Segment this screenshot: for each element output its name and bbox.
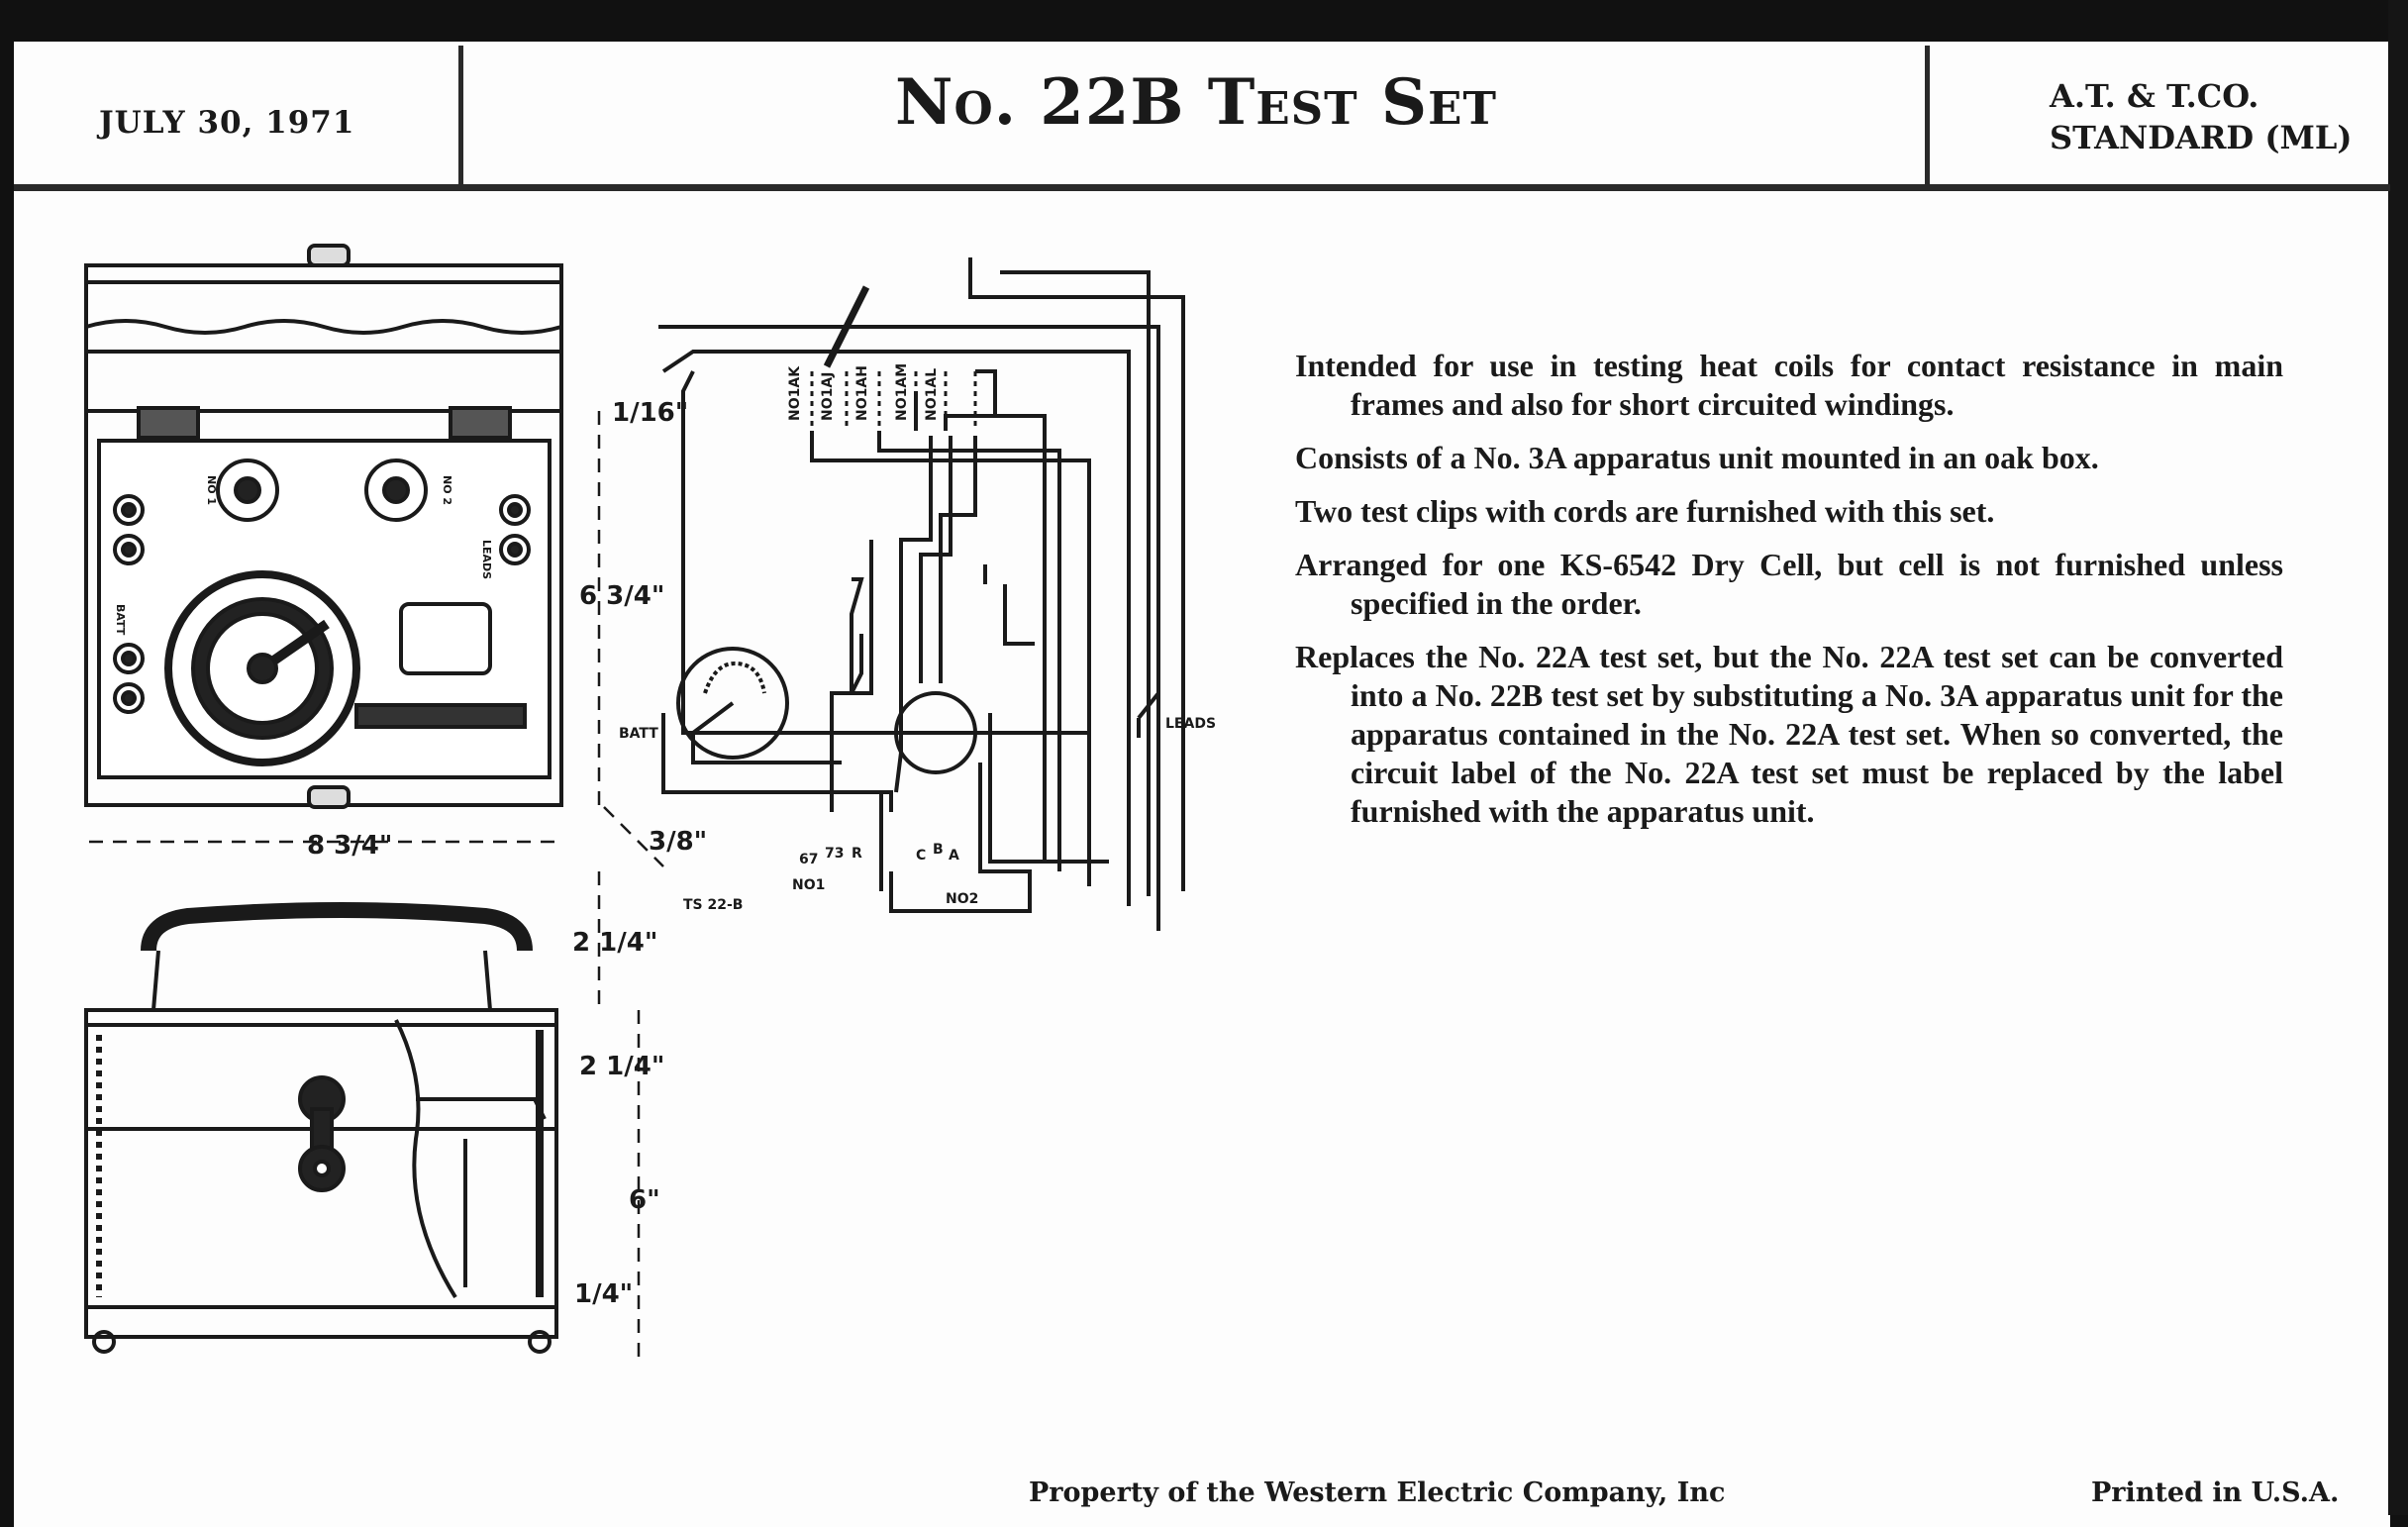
paragraph: Intended for use in testing heat coils f…	[1295, 348, 2283, 422]
header-divider	[458, 46, 463, 186]
dim-label: 6 3/4"	[579, 581, 664, 611]
side-view-drawing	[84, 902, 558, 1354]
standard-label: STANDARD (ML)	[2050, 119, 2353, 156]
dimension-lines	[89, 411, 664, 1357]
switch-label: NO1	[792, 877, 825, 893]
coil-label: NO1AK	[787, 365, 803, 421]
issue-date: JULY 30, 1971	[99, 105, 355, 141]
paragraph: Two test clips with cords are furnished …	[1295, 493, 1995, 529]
panel-label: NO 1	[205, 475, 218, 505]
circuit-schematic	[658, 257, 1185, 931]
dim-label: 8 3/4"	[307, 831, 392, 861]
dim-label: 1/16"	[612, 398, 688, 428]
paragraph: Consists of a No. 3A apparatus unit moun…	[1295, 440, 2099, 475]
coil-label: NO1AH	[854, 365, 870, 421]
schematic-labels: NO1AK NO1AJ NO1AH NO1AM NO1AL BATT LEADS…	[619, 363, 1216, 913]
switch-label: NO2	[946, 891, 978, 907]
company-name: A.T. & T.CO.	[2050, 77, 2259, 115]
dimension-labels: 1/16" 6 3/4" 8 3/4" 3/8" 2 1/4" 2 1/4" 6…	[307, 398, 707, 1309]
footer-property: Property of the Western Electric Company…	[1029, 1477, 1726, 1508]
terminal-label: 67	[799, 852, 818, 867]
terminal-label: R	[852, 846, 862, 862]
panel-label: LEADS	[480, 540, 493, 579]
coil-label: NO1AL	[924, 368, 940, 421]
coil-label: NO1AM	[894, 363, 910, 421]
dim-label: 2 1/4"	[579, 1052, 664, 1081]
header-rule	[14, 184, 2390, 191]
footer-printed: Printed in U.S.A.	[2091, 1477, 2340, 1508]
coil-label: NO1AJ	[820, 372, 836, 421]
panel-labels: BATT LEADS NO 1 NO 2	[114, 475, 493, 636]
paragraph: Replaces the No. 22A test set, but the N…	[1295, 639, 2283, 829]
panel-label: BATT	[114, 604, 127, 636]
terminal-label: 73	[825, 846, 844, 862]
dim-label: 1/4"	[574, 1279, 633, 1309]
batt-label: BATT	[619, 726, 658, 742]
document-sheet	[14, 42, 2390, 1527]
scan-edge	[2388, 0, 2408, 1515]
dim-label: 6"	[629, 1185, 660, 1215]
page-title: No. 22B Test Set	[895, 65, 1497, 140]
terminal-label: B	[933, 842, 944, 858]
terminal-label: A	[949, 848, 959, 864]
standard-block: A.T. & T.CO. STANDARD (ML)	[2050, 75, 2353, 158]
description: Intended for use in testing heat coils f…	[1295, 347, 2283, 846]
dim-label: 3/8"	[649, 827, 707, 857]
panel-label: NO 2	[441, 475, 453, 505]
dim-label: 2 1/4"	[572, 928, 657, 958]
header-divider	[1925, 46, 1930, 186]
leads-label: LEADS	[1165, 716, 1216, 732]
paragraph: Arranged for one KS-6542 Dry Cell, but c…	[1295, 547, 2283, 621]
terminal-label: C	[916, 848, 926, 864]
drawing-code: TS 22-B	[683, 897, 743, 913]
top-view-drawing	[84, 244, 563, 809]
